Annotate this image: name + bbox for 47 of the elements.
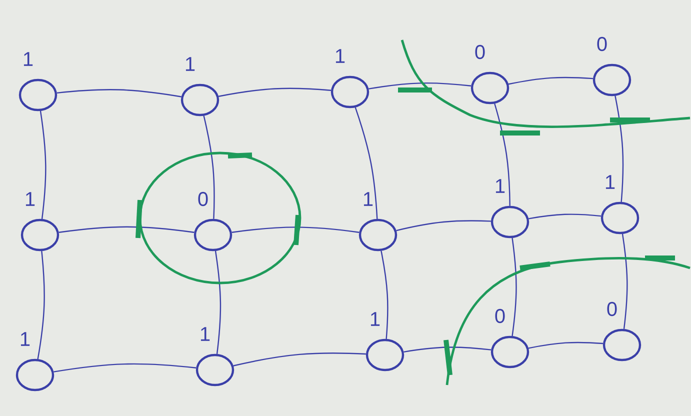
edge-line	[380, 250, 388, 339]
edge-line	[396, 220, 491, 232]
edge-line	[512, 238, 517, 336]
vertex-label: 1	[368, 311, 382, 327]
vertex-label: 1	[493, 178, 507, 194]
vertex-circle	[330, 76, 370, 108]
vertex-label: 1	[18, 331, 32, 347]
edge-line	[58, 226, 194, 233]
vertex-circle	[602, 328, 642, 362]
vertex-label: 1	[183, 56, 197, 72]
edge-line	[37, 250, 45, 360]
vertex-circle	[490, 336, 530, 368]
vertex-label: 1	[198, 326, 212, 342]
vertex-circle	[600, 202, 640, 234]
edge-line	[614, 96, 624, 202]
vertex-label: 1	[23, 191, 37, 207]
vertex-circle	[20, 218, 60, 252]
edge-line	[622, 234, 628, 330]
edge-line	[494, 103, 510, 206]
vertex-circle	[196, 354, 234, 386]
edge-line	[218, 88, 332, 97]
vertex-circle	[470, 72, 510, 104]
edge-line	[368, 82, 472, 90]
vertex-label: 1	[333, 48, 347, 64]
vertex-circle	[18, 78, 58, 112]
edge-line	[54, 363, 196, 372]
edge-line	[232, 226, 360, 233]
vertex-circle	[16, 358, 54, 392]
vertex-label: 1	[361, 191, 375, 207]
vertex-circle	[592, 64, 632, 96]
edge-line	[56, 89, 182, 98]
edge-line	[354, 107, 378, 219]
vertex-label: 1	[603, 174, 617, 190]
edge-line	[508, 76, 594, 85]
vertex-circle	[180, 84, 220, 116]
edge-line	[404, 346, 492, 352]
edge-line	[203, 116, 215, 219]
vertex-circle	[358, 218, 398, 252]
vertex-label: 1	[21, 51, 35, 67]
vertex-circle	[490, 206, 530, 238]
edge-line	[233, 352, 366, 366]
edge-line	[214, 250, 222, 354]
edge-line	[528, 342, 604, 349]
vertex-circle	[366, 338, 404, 372]
edge-line	[528, 214, 602, 220]
vertex-circle	[194, 218, 232, 252]
edge-line	[40, 110, 46, 220]
